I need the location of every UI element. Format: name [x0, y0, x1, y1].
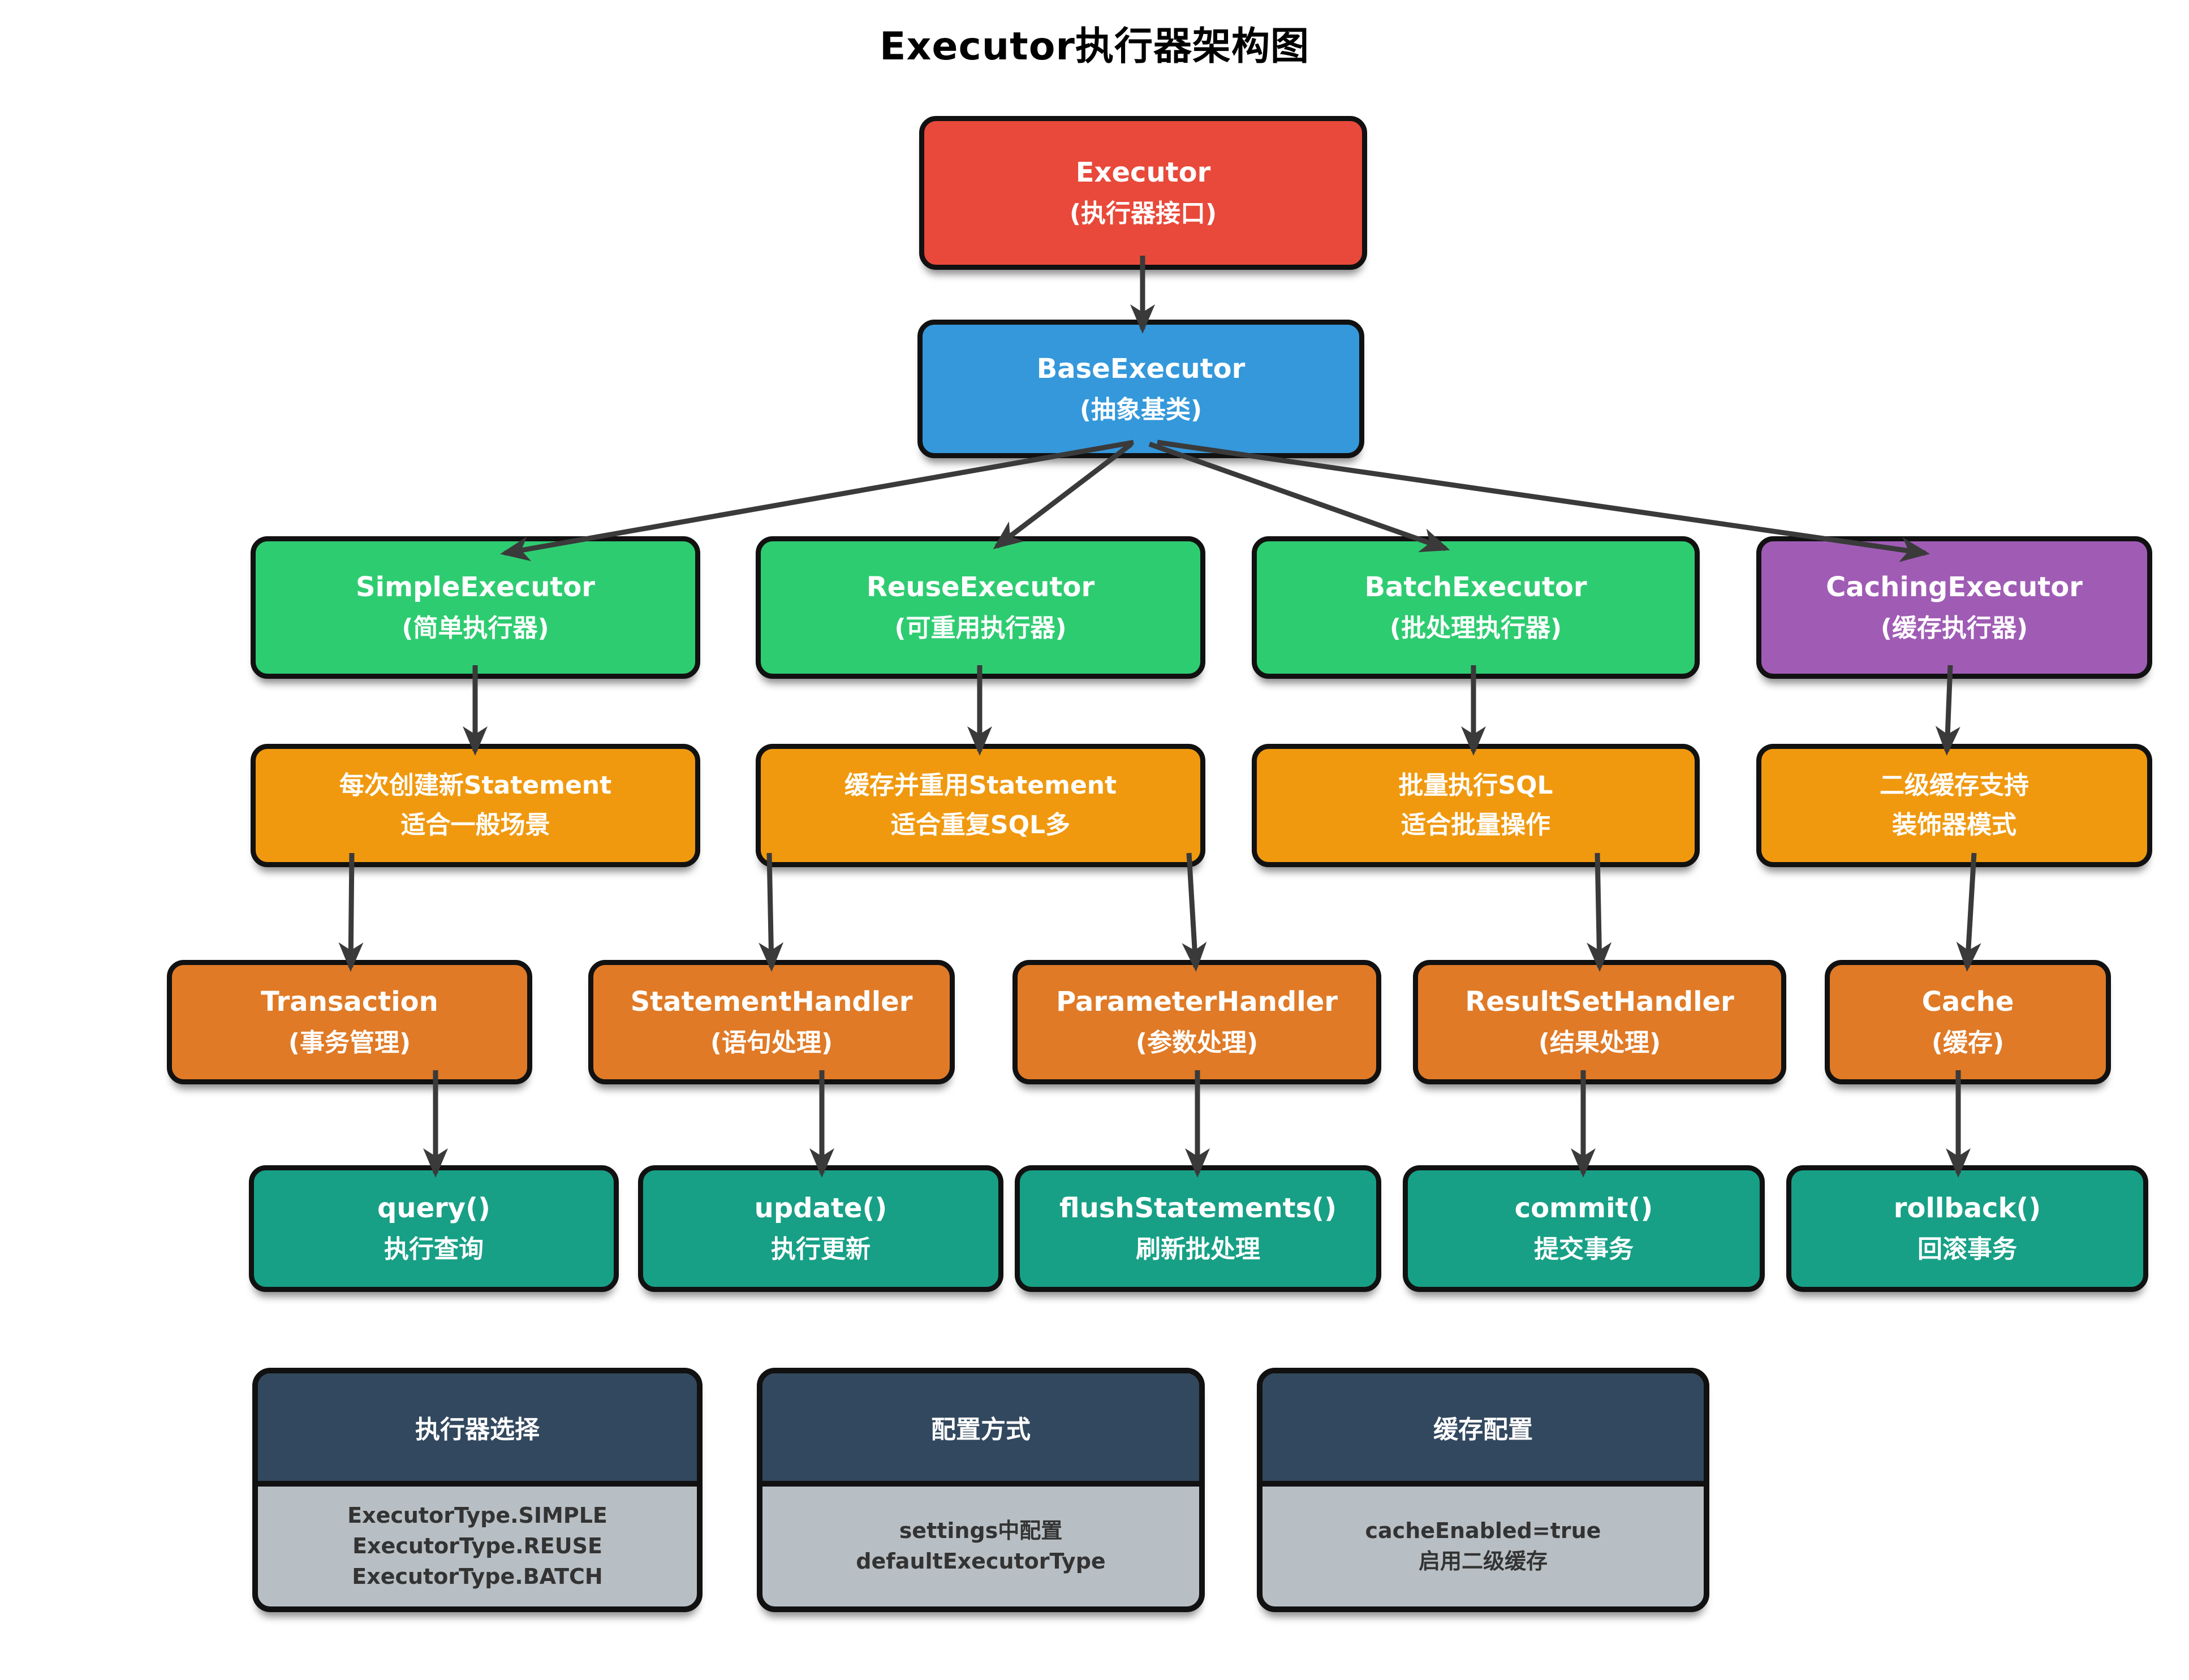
node-desc-caching-line2: 装饰器模式: [1892, 811, 2016, 839]
node-commit-subtitle: 提交事务: [1534, 1235, 1634, 1264]
node-statement-handler-subtitle: (语句处理): [710, 1028, 833, 1058]
info-line: 启用二级缓存: [1418, 1549, 1548, 1574]
node-simple-executor-subtitle: (简单执行器): [402, 614, 549, 643]
node-desc-caching: 二级缓存支持 装饰器模式: [1756, 744, 2152, 867]
info-line: cacheEnabled=true: [1365, 1518, 1601, 1544]
node-desc-reuse-line2: 适合重复SQL多: [890, 811, 1071, 839]
node-statement-handler: StatementHandler (语句处理): [588, 960, 955, 1084]
info-box-config-method-header: 配置方式: [762, 1373, 1199, 1487]
node-desc-simple-line2: 适合一般场景: [400, 811, 550, 839]
node-batch-executor-title: BatchExecutor: [1364, 571, 1587, 604]
node-commit: commit() 提交事务: [1403, 1165, 1765, 1292]
node-executor: Executor (执行器接口): [919, 116, 1367, 270]
node-transaction-subtitle: (事务管理): [288, 1028, 411, 1058]
node-caching-executor: CachingExecutor (缓存执行器): [1756, 536, 2152, 679]
node-rollback-subtitle: 回滚事务: [1917, 1235, 2017, 1264]
node-reuse-executor-subtitle: (可重用执行器): [894, 614, 1067, 643]
node-desc-simple-line1: 每次创建新Statement: [339, 770, 612, 800]
info-box-cache-config-header: 缓存配置: [1262, 1373, 1704, 1487]
node-cache-title: Cache: [1921, 986, 2014, 1018]
node-desc-batch-line2: 适合批量操作: [1401, 811, 1550, 839]
edge-desc-reuse-to-statement-handler: [759, 852, 784, 972]
info-line: ExecutorType.BATCH: [352, 1563, 603, 1589]
node-parameter-handler: ParameterHandler (参数处理): [1012, 960, 1381, 1084]
node-desc-reuse-line1: 缓存并重用Statement: [844, 770, 1117, 800]
node-commit-title: commit(): [1514, 1192, 1653, 1225]
info-box-config-method-body: settings中配置 defaultExecutorType: [762, 1487, 1199, 1606]
node-resultset-handler-subtitle: (结果处理): [1538, 1028, 1661, 1058]
node-update-subtitle: 执行更新: [771, 1235, 871, 1264]
edge-base-to-reuse: [993, 442, 1133, 549]
node-cache: Cache (缓存): [1825, 960, 2111, 1084]
node-batch-executor: BatchExecutor (批处理执行器): [1252, 536, 1700, 679]
edge-desc-caching-to-cache: [1956, 852, 1981, 972]
info-line: defaultExecutorType: [856, 1549, 1106, 1574]
node-reuse-executor-title: ReuseExecutor: [866, 571, 1095, 604]
node-batch-executor-subtitle: (批处理执行器): [1389, 614, 1562, 643]
node-query-subtitle: 执行查询: [384, 1235, 484, 1264]
node-flush-statements-title: flushStatements(): [1059, 1192, 1337, 1225]
node-desc-batch: 批量执行SQL 适合批量操作: [1252, 744, 1700, 867]
node-caching-executor-subtitle: (缓存执行器): [1880, 614, 2028, 643]
edge-desc-reuse-to-parameter-handler: [1182, 852, 1207, 972]
info-box-executor-selection: 执行器选择 ExecutorType.SIMPLE ExecutorType.R…: [252, 1368, 703, 1612]
node-transaction-title: Transaction: [261, 986, 438, 1018]
node-parameter-handler-subtitle: (参数处理): [1135, 1028, 1259, 1058]
info-line: ExecutorType.REUSE: [352, 1533, 602, 1559]
node-rollback-title: rollback(): [1893, 1192, 2041, 1225]
node-query-title: query(): [377, 1192, 490, 1225]
info-box-config-method: 配置方式 settings中配置 defaultExecutorType: [757, 1368, 1205, 1612]
node-statement-handler-title: StatementHandler: [630, 986, 913, 1018]
node-cache-subtitle: (缓存): [1931, 1028, 2005, 1058]
node-rollback: rollback() 回滚事务: [1786, 1165, 2148, 1292]
edge-base-to-batch: [1148, 441, 1450, 553]
node-simple-executor-title: SimpleExecutor: [356, 571, 595, 604]
node-flush-statements-subtitle: 刷新批处理: [1136, 1235, 1260, 1264]
node-desc-reuse: 缓存并重用Statement 适合重复SQL多: [756, 744, 1205, 867]
node-resultset-handler-title: ResultSetHandler: [1465, 986, 1734, 1018]
info-box-executor-selection-body: ExecutorType.SIMPLE ExecutorType.REUSE E…: [258, 1487, 697, 1606]
node-caching-executor-title: CachingExecutor: [1826, 571, 2083, 604]
node-simple-executor: SimpleExecutor (简单执行器): [251, 536, 700, 679]
node-update: update() 执行更新: [638, 1165, 1003, 1292]
info-box-cache-config-body: cacheEnabled=true 启用二级缓存: [1262, 1487, 1704, 1606]
node-base-executor-title: BaseExecutor: [1036, 352, 1246, 385]
node-query: query() 执行查询: [249, 1165, 619, 1292]
node-parameter-handler-title: ParameterHandler: [1056, 986, 1338, 1018]
info-box-executor-selection-header: 执行器选择: [258, 1373, 697, 1487]
node-base-executor: BaseExecutor (抽象基类): [917, 320, 1364, 458]
edge-desc-simple-to-transaction: [338, 852, 364, 972]
info-line: ExecutorType.SIMPLE: [347, 1503, 607, 1528]
node-desc-simple: 每次创建新Statement 适合一般场景: [251, 744, 700, 867]
node-resultset-handler: ResultSetHandler (结果处理): [1413, 960, 1786, 1084]
node-desc-batch-line1: 批量执行SQL: [1398, 770, 1553, 800]
node-base-executor-subtitle: (抽象基类): [1079, 395, 1203, 424]
node-transaction: Transaction (事务管理): [167, 960, 532, 1084]
info-box-cache-config: 缓存配置 cacheEnabled=true 启用二级缓存: [1257, 1368, 1709, 1612]
node-reuse-executor: ReuseExecutor (可重用执行器): [756, 536, 1205, 679]
diagram-title: Executor执行器架构图: [880, 24, 1309, 69]
node-flush-statements: flushStatements() 刷新批处理: [1015, 1165, 1381, 1292]
node-executor-subtitle: (执行器接口): [1069, 199, 1217, 229]
edge-desc-batch-to-resultset-handler: [1587, 852, 1612, 972]
node-desc-caching-line1: 二级缓存支持: [1880, 770, 2029, 800]
node-update-title: update(): [754, 1192, 887, 1225]
info-line: settings中配置: [899, 1518, 1063, 1544]
node-executor-title: Executor: [1075, 157, 1211, 189]
